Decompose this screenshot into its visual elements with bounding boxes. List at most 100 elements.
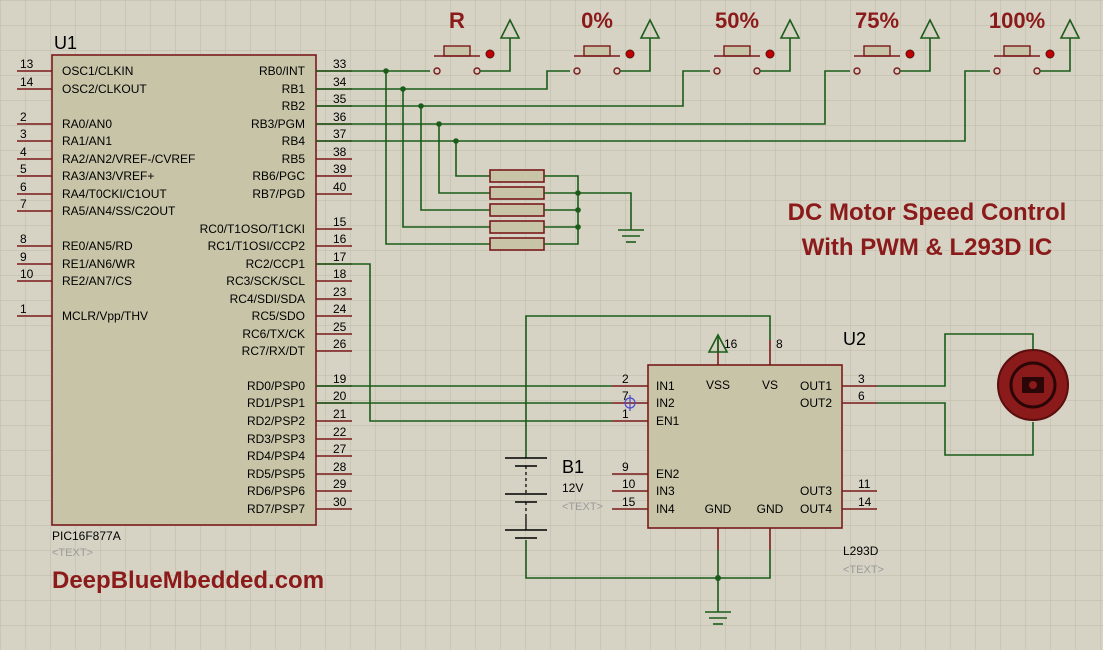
push-button-contact (713, 67, 721, 75)
push-button[interactable]: R (433, 8, 521, 75)
push-button-cap[interactable] (583, 45, 611, 57)
u1-pin-number: 20 (333, 389, 347, 403)
u1-pin-name: RD2/PSP2 (247, 414, 305, 428)
u1-pin-name: RD1/PSP1 (247, 396, 305, 410)
u1-pin-name: RA4/T0CKI/C1OUT (62, 187, 167, 201)
vcc-arrow-icon (1059, 18, 1081, 39)
push-button-indicator (765, 49, 775, 59)
u1-pin-name: MCLR/Vpp/THV (62, 309, 148, 323)
u1-pin-number: 16 (333, 232, 347, 246)
push-button[interactable]: 50% (713, 8, 801, 75)
u1-pin-name: RA5/AN4/SS/C2OUT (62, 204, 176, 218)
u1-pin-name: RC6/TX/CK (242, 327, 305, 341)
u1-pin-name: RB4 (282, 134, 306, 148)
u1-pin-name: RB1 (282, 82, 306, 96)
push-button-contact (993, 67, 1001, 75)
push-button-cap[interactable] (1003, 45, 1031, 57)
u1-pin-name: RD0/PSP0 (247, 379, 305, 393)
vcc-arrow-icon (499, 18, 521, 39)
u1-pin-number: 39 (333, 162, 347, 176)
push-button-cap[interactable] (443, 45, 471, 57)
vss-power-arrow (707, 333, 729, 353)
u1-pin-number: 15 (333, 215, 347, 229)
u2-pin-name: GND (705, 502, 732, 516)
u1-pin-name: RC3/SCK/SCL (226, 274, 305, 288)
push-button-vcc-wire (900, 38, 931, 72)
u2-pin-number: 14 (858, 495, 872, 509)
push-button-cap[interactable] (723, 45, 751, 57)
push-button-cap[interactable] (863, 45, 891, 57)
u2-pin-name: OUT2 (800, 396, 832, 410)
resistor-rb2 (489, 203, 545, 217)
u1-pin-number: 29 (333, 477, 347, 491)
push-button-indicator (1045, 49, 1055, 59)
battery-ref: B1 (562, 457, 584, 477)
wire-pd-rb3 (438, 124, 490, 194)
push-button-indicator (485, 49, 495, 59)
u1-pin-number: 2 (20, 110, 27, 124)
battery-b1[interactable]: B1 12V <TEXT> (505, 457, 603, 539)
u1-pin-name: RD5/PSP5 (247, 467, 305, 481)
u1-pin-name: RB2 (282, 99, 306, 113)
u1-body[interactable] (51, 54, 317, 526)
u2-ref: U2 (843, 329, 866, 349)
push-button[interactable]: 75% (853, 8, 941, 75)
u1-pin-number: 25 (333, 320, 347, 334)
u2-pin-name: IN1 (656, 379, 675, 393)
u2-pin-number: 15 (622, 495, 636, 509)
driver-wires (316, 263, 1034, 625)
u1-pin-name: RC4/SDI/SDA (230, 292, 305, 306)
u1-pin-name: RD3/PSP3 (247, 432, 305, 446)
wire-rb1 (316, 70, 570, 90)
u1-pin-name: RC1/T1OSI/CCP2 (208, 239, 306, 253)
u1-pin-number: 17 (333, 250, 347, 264)
u1-part: PIC16F877A (52, 529, 121, 543)
resistor-rb0 (489, 237, 545, 251)
push-button-label: 50% (715, 8, 759, 33)
u1-pin-number: 36 (333, 110, 347, 124)
u2-pin-name: VS (762, 378, 778, 392)
u2-pin-name: IN4 (656, 502, 675, 516)
u2-pin-number: 1 (622, 407, 629, 421)
wire-rb2 (316, 70, 710, 107)
ground-symbol (618, 229, 644, 243)
push-button[interactable]: 0% (573, 8, 661, 75)
dc-motor[interactable] (997, 349, 1069, 421)
u1-pin-number: 37 (333, 127, 347, 141)
push-button-vcc-wire (480, 38, 511, 72)
push-button-contact (433, 67, 441, 75)
u1-pin-number: 9 (20, 250, 27, 264)
push-button[interactable]: 100% (989, 8, 1081, 75)
u1-pin-number: 14 (20, 75, 34, 89)
u1-pin-name: RE1/AN6/WR (62, 257, 136, 271)
push-button-label: R (449, 8, 465, 33)
u2-pin-name: OUT1 (800, 379, 832, 393)
vcc-arrow-icon (919, 18, 941, 39)
u1-pin-number: 13 (20, 57, 34, 71)
u2-pin-number: 16 (724, 337, 738, 351)
u1-pin-name: RA2/AN2/VREF-/CVREF (62, 152, 195, 166)
button-wires (316, 68, 990, 245)
wire-out2-motor (877, 402, 1034, 456)
push-button-contact (853, 67, 861, 75)
wire-gnd (525, 540, 771, 579)
u2-pin-name: GND (757, 502, 784, 516)
u1-pin-name: OSC2/CLKOUT (62, 82, 147, 96)
battery-text-placeholder: <TEXT> (562, 501, 603, 513)
u1-pin-number: 28 (333, 460, 347, 474)
u1-pin-name: RA3/AN3/VREF+ (62, 169, 154, 183)
u1-pin-number: 18 (333, 267, 347, 281)
u1-pin-name: RA1/AN1 (62, 134, 112, 148)
u1-pin-name: RB6/PGC (252, 169, 305, 183)
u2-pin-number: 9 (622, 460, 629, 474)
junction-dot (715, 575, 721, 581)
u1-pin-name: RB0/INT (259, 64, 306, 78)
push-button-indicator (905, 49, 915, 59)
u2-body[interactable] (647, 364, 843, 529)
push-buttons: R 0% 50% 75% 100% (433, 8, 1081, 75)
